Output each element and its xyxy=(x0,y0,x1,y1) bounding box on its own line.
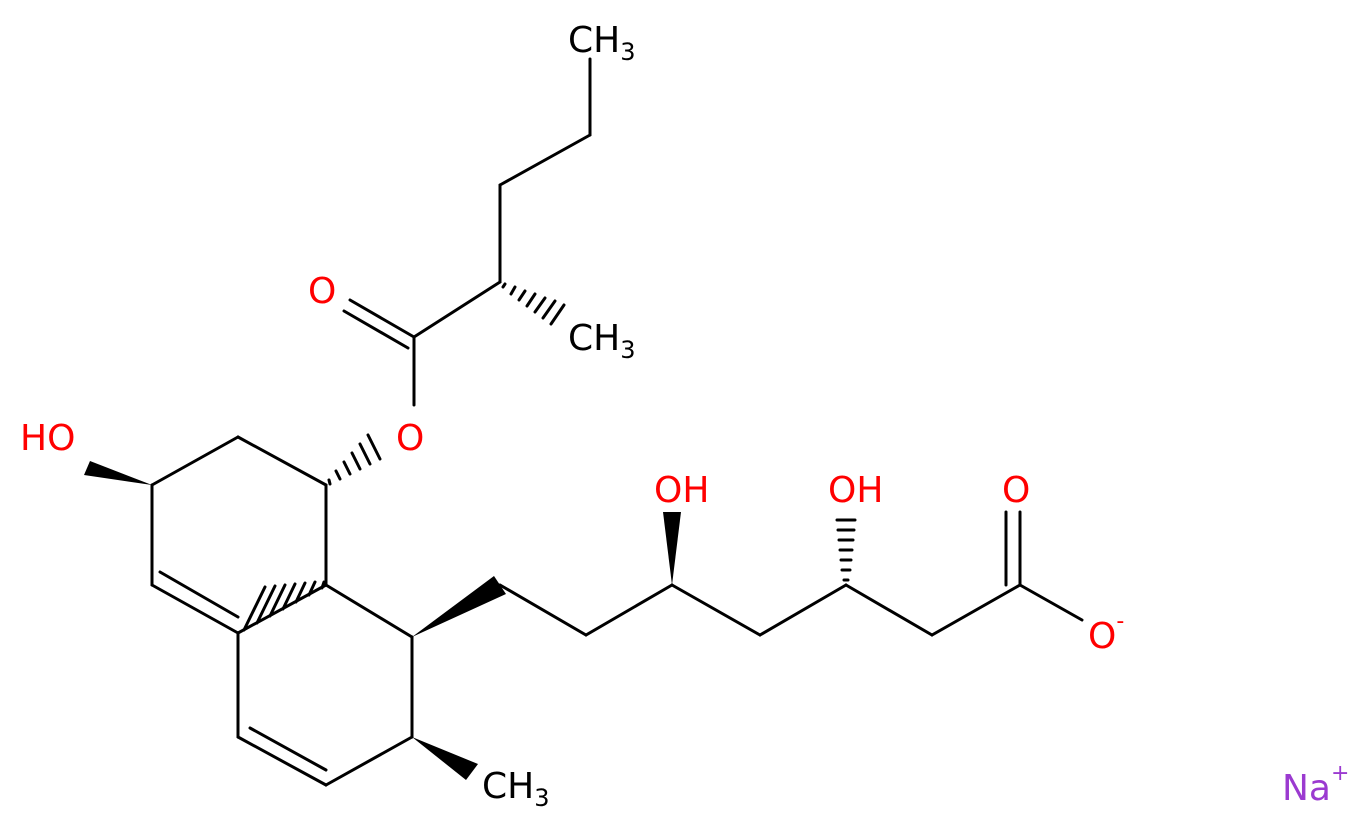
ch3-ester-methyl-label: CH3 xyxy=(568,318,636,364)
hashed-wedge-ester-methyl xyxy=(501,282,566,326)
solid-wedge-side-chain xyxy=(412,576,506,637)
stereo-wedges xyxy=(84,282,857,780)
hashed-wedge-ring-fusion xyxy=(242,580,326,632)
hashed-wedge-ester-oxygen xyxy=(327,433,382,486)
sodium-counterion-label: Na+ xyxy=(1282,761,1349,809)
ester-link-oxygen-label: O xyxy=(396,418,424,459)
carboxylate-oxygen-label: O- xyxy=(1088,609,1124,657)
skeleton-bonds xyxy=(150,57,1084,787)
carboxyl-oxygen-label: O xyxy=(1002,470,1030,511)
chain-hydroxyl-2-label: OH xyxy=(828,470,883,511)
ch3-ring-methyl-label: CH3 xyxy=(482,766,550,812)
ch3-top-label: CH3 xyxy=(568,20,636,66)
hashed-wedge-chain-hydroxyl-2 xyxy=(835,518,857,582)
solid-wedge-ring-hydroxyl xyxy=(84,461,152,485)
chain-hydroxyl-1-label: OH xyxy=(654,470,709,511)
solid-wedge-chain-hydroxyl-1 xyxy=(663,512,681,585)
atom-labels: CH3 CH3 O O HO OH OH O O- CH3 Na+ xyxy=(20,20,1349,812)
ring-hydroxyl-label: HO xyxy=(20,418,75,459)
solid-wedge-ring-methyl xyxy=(412,737,478,780)
ester-carbonyl-oxygen-label: O xyxy=(308,271,336,312)
